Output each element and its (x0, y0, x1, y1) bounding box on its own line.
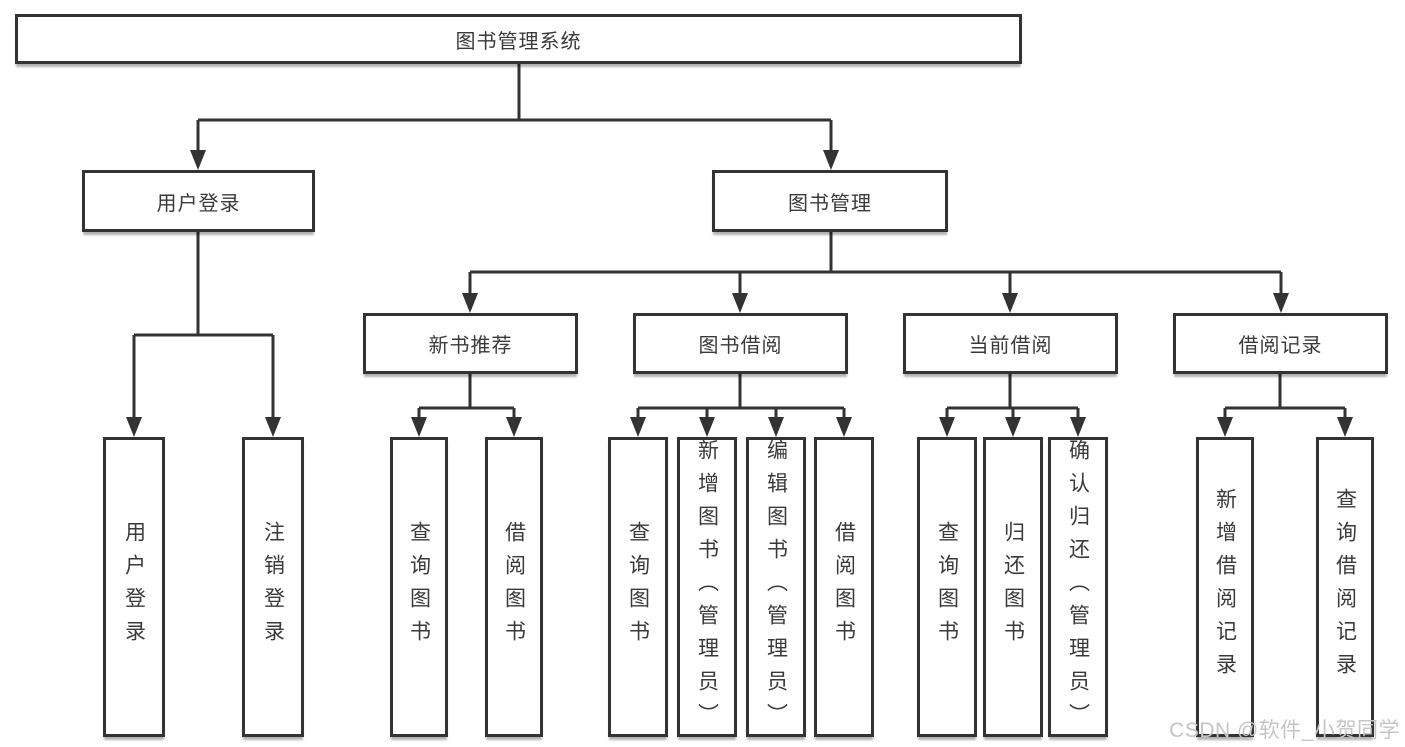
node-borrow-records: 借阅记录 (1173, 313, 1388, 374)
leaf-query-book-borrow-label: 查询图书 (626, 521, 650, 653)
leaf-logout-label: 注销登录 (261, 521, 285, 653)
node-current-borrow: 当前借阅 (903, 313, 1118, 374)
node-root-label: 图书管理系统 (455, 30, 582, 53)
node-new-book-recommend-label: 新书推荐 (428, 335, 513, 357)
node-user-login-label: 用户登录 (156, 192, 241, 215)
leaf-query-borrow-record: 查询借阅记录 (1316, 437, 1374, 737)
watermark: CSDN @软件_小贺同学 (1169, 719, 1400, 742)
leaf-add-borrow-record-label: 新增借阅记录 (1213, 488, 1237, 686)
leaf-query-book-current-label: 查询图书 (935, 521, 959, 653)
leaf-query-book-borrow: 查询图书 (608, 437, 668, 737)
node-book-management-label: 图书管理 (788, 192, 872, 215)
leaf-user-login-label: 用户登录 (122, 521, 146, 653)
leaf-query-borrow-record-label: 查询借阅记录 (1333, 488, 1357, 686)
leaf-confirm-return-admin-label: 确认归还（管理员） (1066, 438, 1090, 736)
leaf-confirm-return-admin: 确认归还（管理员） (1048, 437, 1108, 737)
leaf-borrow-book: 借阅图书 (814, 437, 874, 737)
leaf-return-book: 归还图书 (983, 437, 1043, 737)
leaf-edit-book-admin-label: 编辑图书（管理员） (764, 438, 788, 736)
node-book-borrow: 图书借阅 (633, 313, 848, 374)
leaf-query-book-recommend-label: 查询图书 (407, 521, 431, 653)
leaf-borrow-book-recommend: 借阅图书 (485, 437, 543, 737)
leaf-user-login: 用户登录 (103, 437, 165, 737)
connector-stems (132, 64, 1347, 422)
node-book-borrow-label: 图书借阅 (698, 335, 783, 357)
node-borrow-records-label: 借阅记录 (1238, 335, 1323, 357)
node-user-login: 用户登录 (82, 170, 315, 232)
connector-arrowheads (126, 150, 1353, 437)
leaf-query-book-current: 查询图书 (917, 437, 977, 737)
leaf-borrow-book-recommend-label: 借阅图书 (502, 521, 526, 653)
leaf-borrow-book-label: 借阅图书 (832, 521, 856, 653)
leaf-add-book-admin-label: 新增图书（管理员） (695, 438, 719, 736)
leaf-logout: 注销登录 (242, 437, 304, 737)
node-new-book-recommend: 新书推荐 (363, 313, 578, 374)
node-book-management: 图书管理 (712, 170, 948, 232)
node-root: 图书管理系统 (15, 14, 1022, 64)
leaf-return-book-label: 归还图书 (1001, 521, 1025, 653)
leaf-query-book-recommend: 查询图书 (390, 437, 448, 737)
leaf-edit-book-admin: 编辑图书（管理员） (746, 437, 806, 737)
leaf-add-book-admin: 新增图书（管理员） (677, 437, 737, 737)
leaf-add-borrow-record: 新增借阅记录 (1196, 437, 1254, 737)
node-current-borrow-label: 当前借阅 (968, 335, 1053, 357)
